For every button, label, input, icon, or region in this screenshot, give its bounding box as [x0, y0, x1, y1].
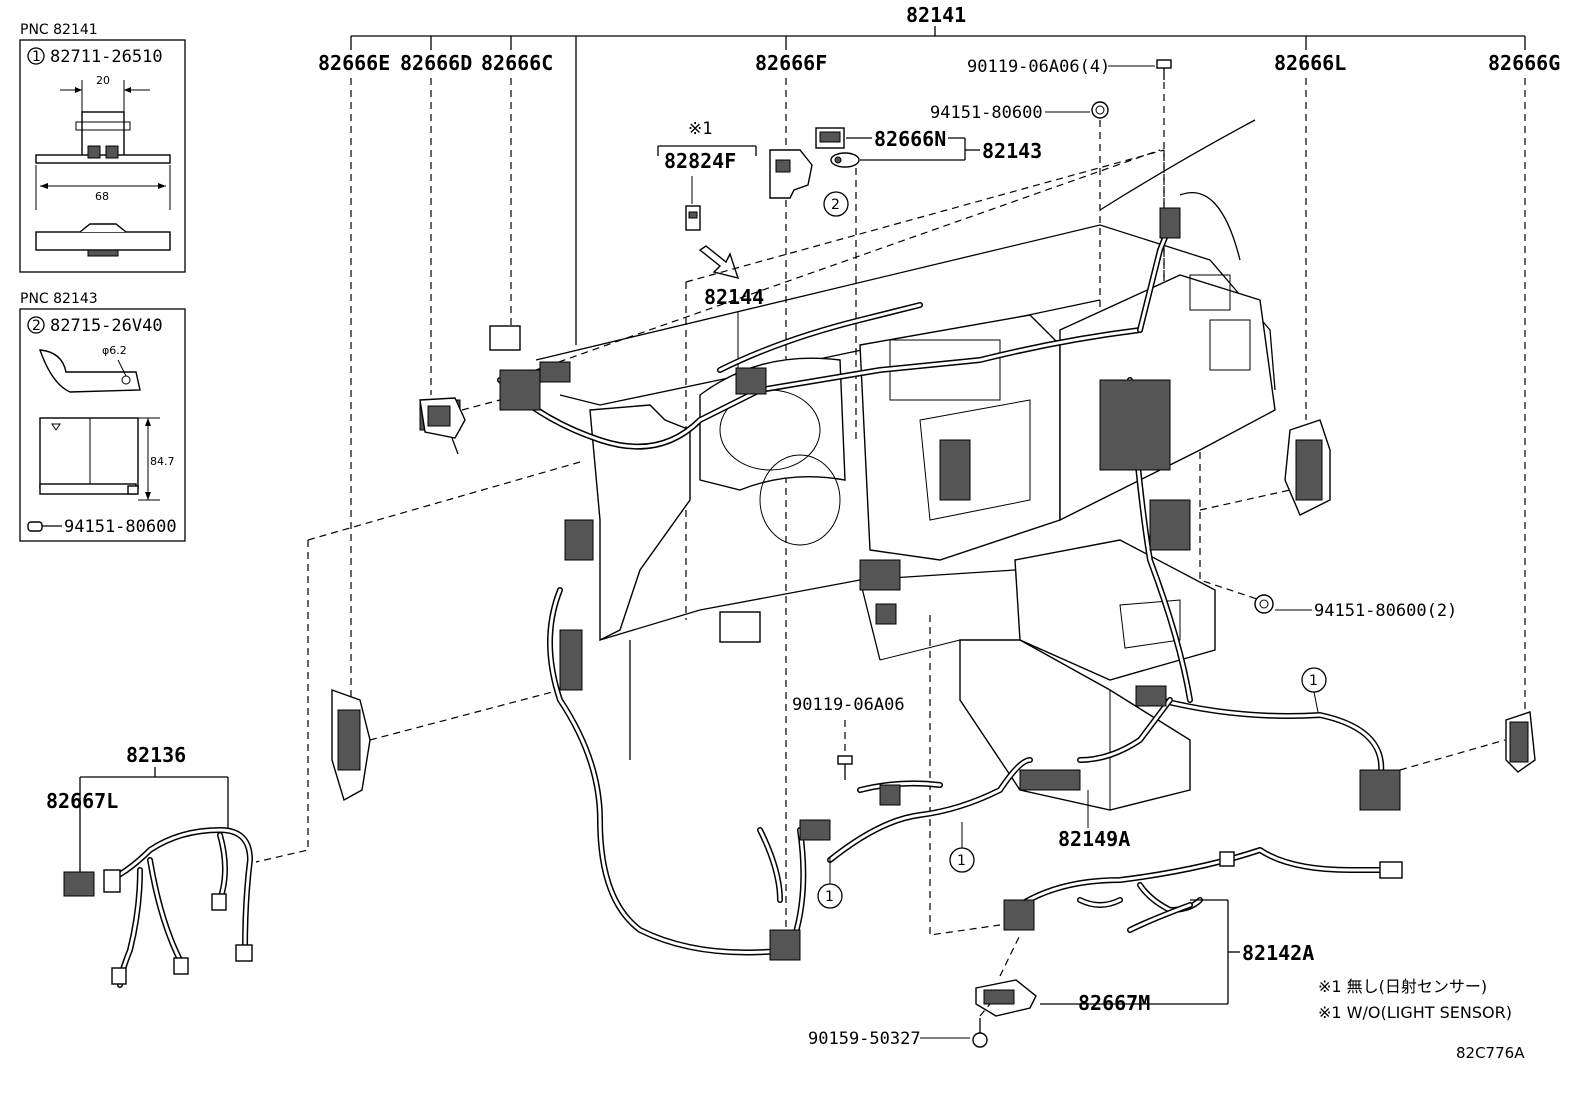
- inset1-dim-top: 20: [96, 74, 110, 87]
- bracket-drawing: φ6.2 84.7 94151-80600: [27, 344, 177, 537]
- inset1-dim-width: 68: [95, 190, 109, 203]
- connector-82667M: [975, 934, 1037, 1017]
- circle-1-right-label: 1: [1309, 673, 1318, 689]
- inset1-part-number: 82711-26510: [50, 47, 163, 67]
- notes: ※1 無し(日射センサー) ※1 W/O(LIGHT SENSOR) 82C77…: [1318, 977, 1525, 1062]
- label-94151-80600-2: 94151-80600(2): [1314, 601, 1457, 621]
- note-japanese: ※1 無し(日射センサー): [1318, 977, 1487, 996]
- label-82149A: 82149A: [1058, 827, 1130, 851]
- label-82142A: 82142A: [1242, 941, 1314, 965]
- inset1-frame: [19, 39, 186, 273]
- label-82666D: 82666D: [400, 51, 472, 75]
- label-82143: 82143: [982, 139, 1042, 163]
- label-82666C: 82666C: [481, 51, 553, 75]
- harness-82142A: 82142A 82667M: [1003, 847, 1403, 1015]
- top-bracket-82141: 82141: [350, 3, 1526, 345]
- inset2-circle-marker: [27, 316, 45, 334]
- label-82667M: 82667M: [1078, 991, 1150, 1015]
- label-94151-80600: 94151-80600: [930, 103, 1043, 123]
- clip-94151-2: 94151-80600(2): [1254, 594, 1457, 621]
- inset2-dim-diameter: φ6.2: [102, 344, 127, 357]
- label-90119-06A06-4: 90119-06A06(4): [967, 57, 1110, 77]
- label-note-1: ※1: [688, 119, 712, 139]
- label-90159-50327: 90159-50327: [808, 1029, 921, 1049]
- inset2-subpart: 94151-80600: [64, 517, 177, 537]
- inset1-circle-marker: [27, 47, 45, 65]
- inset1-circle-number: 1: [32, 49, 41, 65]
- inset2-frame: [19, 308, 186, 542]
- circle-1-left-label: 1: [825, 889, 834, 905]
- label-82141: 82141: [906, 3, 966, 27]
- label-82666G: 82666G: [1488, 51, 1560, 75]
- label-82144: 82144: [704, 285, 764, 309]
- inset1-pnc-label: PNC 82141: [20, 22, 98, 38]
- connector-82666L: [1284, 419, 1331, 516]
- inset2-pnc-label: PNC 82143: [20, 291, 98, 307]
- label-82666E: 82666E: [318, 51, 390, 75]
- arrow-82824F-location: [698, 245, 740, 279]
- inset2-part-number: 82715-26V40: [50, 316, 163, 336]
- connector-82666G: [1505, 711, 1536, 773]
- inset-pnc-82143: PNC 82143 2 82715-26V40 φ6.2 84.7 94151-…: [19, 291, 186, 542]
- label-82136: 82136: [126, 743, 186, 767]
- connector-82666F: [769, 149, 813, 930]
- connector-82666E: [331, 689, 371, 802]
- clip-drawing: 20 68: [35, 74, 171, 257]
- label-82666L: 82666L: [1274, 51, 1346, 75]
- clip-94151-top: 94151-80600: [930, 101, 1109, 360]
- bolt-90119-bottom: 90119-06A06: [792, 695, 905, 780]
- circle-1-markers: 1 1 1: [817, 667, 1327, 909]
- diagram-id: 82C776A: [1456, 1044, 1525, 1062]
- label-82666F: 82666F: [755, 51, 827, 75]
- label-group-82149A: 82149A: [1058, 790, 1130, 851]
- label-90119-06A06: 90119-06A06: [792, 695, 905, 715]
- sensor-82824F: ※1 82824F: [657, 119, 757, 279]
- inset2-circle-number: 2: [32, 318, 41, 334]
- label-group-82144: 82144: [704, 285, 764, 370]
- inset-pnc-82141: PNC 82141 1 82711-26510 20 68: [19, 22, 186, 273]
- inset2-dim-height: 84.7: [150, 455, 175, 468]
- label-82666N: 82666N: [874, 127, 946, 151]
- circle-marker-2: [823, 191, 849, 217]
- circle-1-center-label: 1: [957, 853, 966, 869]
- screw-90159: 90159-50327: [808, 1003, 991, 1049]
- note-english: ※1 W/O(LIGHT SENSOR): [1318, 1003, 1512, 1022]
- circle-2-label: 2: [831, 197, 840, 213]
- connector-82666N: 82666N 82143 2: [815, 127, 1042, 440]
- label-82824F: 82824F: [664, 149, 736, 173]
- label-82667L: 82667L: [46, 789, 118, 813]
- connector-82666C: [489, 325, 521, 351]
- connector-82666D: [419, 397, 466, 455]
- instrument-panel-drawing: [255, 119, 1506, 936]
- harness-82136: 82136 82667L: [46, 743, 253, 988]
